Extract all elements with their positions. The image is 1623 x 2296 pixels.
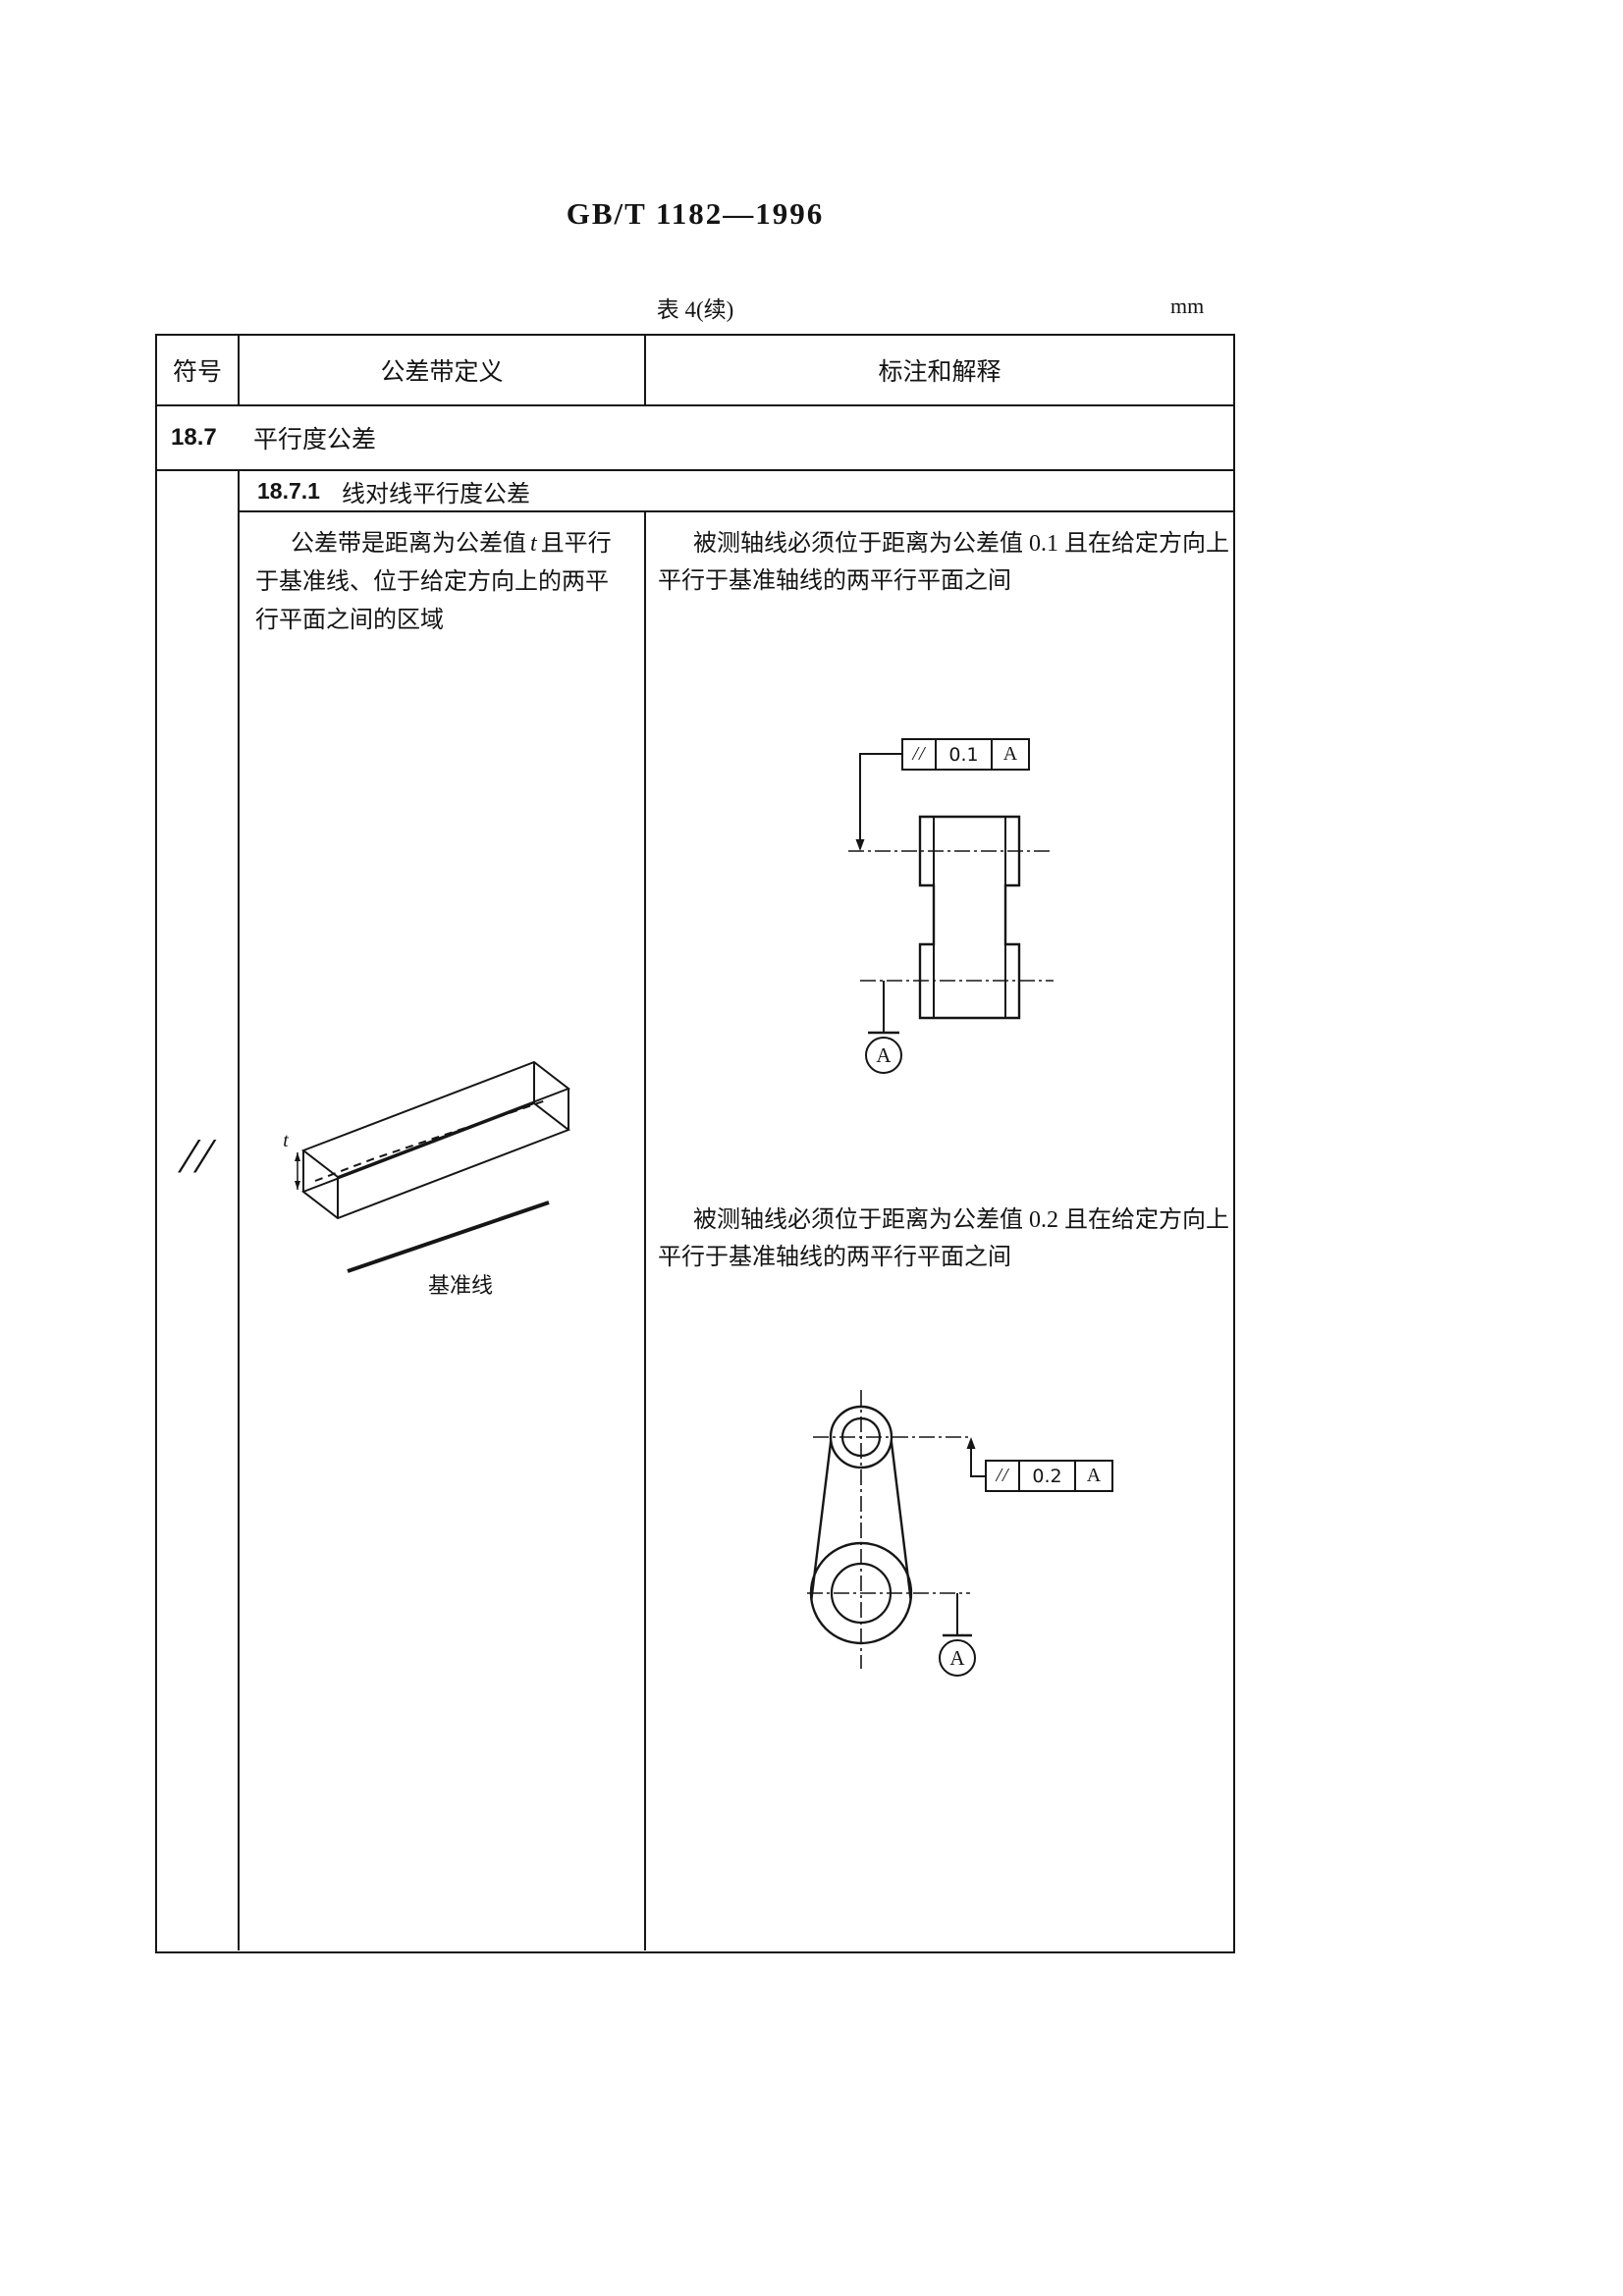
interpretation-cell: 被测轴线必须位于距离为公差值 0.1 且在给定方向上平行于基准轴线的两平行平面之… [646, 512, 1233, 1950]
datum-letter: A [1002, 743, 1018, 765]
parallelism-symbol-icon: // [179, 1128, 216, 1183]
leader-line [859, 753, 901, 839]
tolerance-frame-1: // 0.1 A [901, 738, 1030, 771]
datum-circle-2: A [939, 1639, 976, 1677]
unit-label: mm [1170, 294, 1205, 318]
header-symbol: 符号 [157, 336, 240, 404]
zone-width-label: t [283, 1130, 289, 1151]
t-arrow-down [295, 1181, 300, 1190]
upper-boss [829, 1405, 893, 1469]
upper-hole [840, 1416, 882, 1458]
definition-text-after: 且平行于基准线、位于给定方向上的两平行平面之间的区域 [255, 531, 612, 633]
doc-number: GB/T 1182—1996 [566, 196, 825, 231]
header-interpretation: 标注和解释 [878, 359, 1001, 386]
connecting-rod-drawing [807, 1390, 985, 1669]
datum-letter: A [1086, 1465, 1102, 1486]
tolerance-value: 0.2 [1020, 1462, 1076, 1490]
section-number: 18.7 [171, 424, 217, 451]
symbol-cell: // [157, 471, 240, 1950]
datum-line-label: 基准线 [428, 1273, 493, 1298]
part-outline [918, 815, 1021, 1020]
tolerance-zone-figure: t 基准线 [254, 1047, 608, 1312]
lower-plane [300, 1101, 571, 1220]
parallelism-symbol-icon: // [903, 740, 937, 769]
upper-plane [300, 1060, 571, 1179]
leader-arrow [966, 1437, 976, 1449]
drawing-two-bores: // 0.1 A A [813, 721, 1058, 1108]
subsection-row: 18.7.1 线对线平行度公差 [240, 471, 1233, 512]
interpretation-paragraph-1: 被测轴线必须位于距离为公差值 0.1 且在给定方向上平行于基准轴线的两平行平面之… [658, 531, 1229, 594]
tolerance-value-t: t [530, 531, 537, 557]
table-caption: 表 4(续) [656, 297, 734, 322]
tolerance-value: 0.1 [937, 740, 993, 769]
definition-text-before: 公差带是距离为公差值 [291, 531, 526, 557]
tolerance-frame-2: // 0.2 A [985, 1460, 1113, 1492]
leader-line [970, 1449, 985, 1477]
leader-arrow [855, 839, 865, 851]
header-definition: 公差带定义 [240, 336, 646, 404]
tolerance-table: 符号 公差带定义 标注和解释 18.7 平行度公差 // 18.7.1 线对线平… [155, 334, 1235, 1953]
toleranced-line-dashed [314, 1098, 550, 1182]
tolerance-zone-drawing: t 基准线 [283, 1060, 571, 1298]
two-bores-drawing [848, 753, 1054, 1035]
parallelism-symbol-icon: // [987, 1462, 1020, 1490]
lower-hole [830, 1562, 893, 1625]
subsection-number: 18.7.1 [257, 477, 320, 504]
table-header-row: 符号 公差带定义 标注和解释 [157, 336, 1233, 406]
datum-circle-1: A [865, 1037, 902, 1074]
interpretation-paragraph-2: 被测轴线必须位于距离为公差值 0.2 且在给定方向上平行于基准轴线的两平行平面之… [658, 1207, 1229, 1270]
section-title: 平行度公差 [253, 427, 377, 454]
subsection-title: 线对线平行度公差 [341, 481, 530, 507]
datum-line [347, 1201, 550, 1273]
t-arrow-up [295, 1152, 300, 1161]
drawing-connecting-rod: // 0.2 A A [793, 1374, 1132, 1718]
rod-edge-right [890, 1440, 912, 1600]
section-row: 18.7 平行度公差 [157, 406, 1233, 471]
rod-edge-left [810, 1440, 833, 1600]
